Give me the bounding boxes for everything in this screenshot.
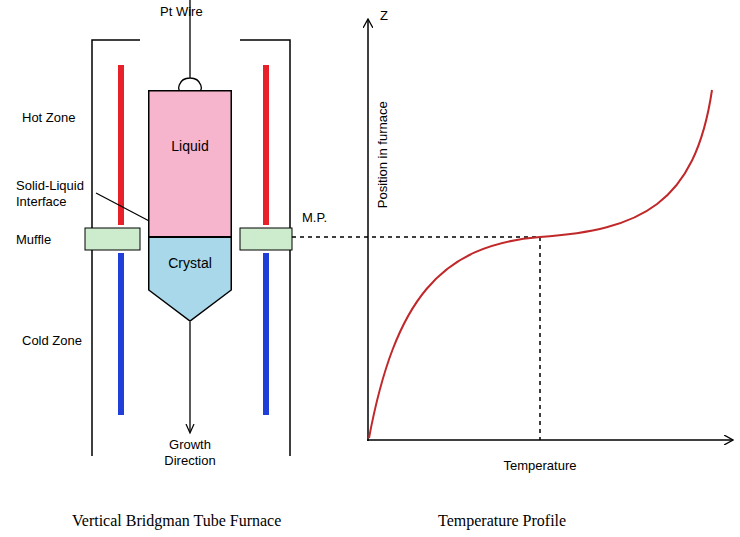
zone-name: Cold Zone xyxy=(22,333,82,349)
region-label: Crystal xyxy=(148,255,232,271)
direction-label: Growth Direction xyxy=(155,437,225,468)
crystal-region: Crystal xyxy=(148,237,232,322)
hot-zone-heater xyxy=(118,65,124,225)
temperature-curve xyxy=(369,90,712,438)
muffle-band xyxy=(240,228,292,250)
part-name: Muffle xyxy=(16,232,51,248)
axis-name: Position in furnace xyxy=(374,102,390,209)
z-axis xyxy=(367,20,369,441)
zone-name: Hot Zone xyxy=(22,110,75,126)
temperature-axis xyxy=(367,439,732,441)
region-outline xyxy=(148,237,232,322)
region-outline xyxy=(148,90,232,237)
melting-point-drop xyxy=(539,237,541,440)
part-name: Pt Wire xyxy=(160,4,203,20)
growth-arrow xyxy=(189,322,190,432)
muffle-band xyxy=(85,228,140,250)
liquid-region: Liquid xyxy=(148,90,232,237)
part-name: Solid-Liquid Interface xyxy=(16,178,108,209)
cold-zone-heater xyxy=(263,253,269,415)
solid-liquid-interface xyxy=(148,236,232,238)
axis-name: Temperature xyxy=(504,458,577,474)
caption: Temperature Profile xyxy=(438,511,566,530)
caption: Vertical Bridgman Tube Furnace xyxy=(72,511,281,530)
cold-zone-heater xyxy=(118,253,124,415)
melting-point-line xyxy=(292,236,540,238)
axis-name: Z xyxy=(380,8,388,24)
hot-zone-heater xyxy=(263,65,269,225)
marker-label: M.P. xyxy=(302,210,327,226)
region-label: Liquid xyxy=(148,138,232,154)
